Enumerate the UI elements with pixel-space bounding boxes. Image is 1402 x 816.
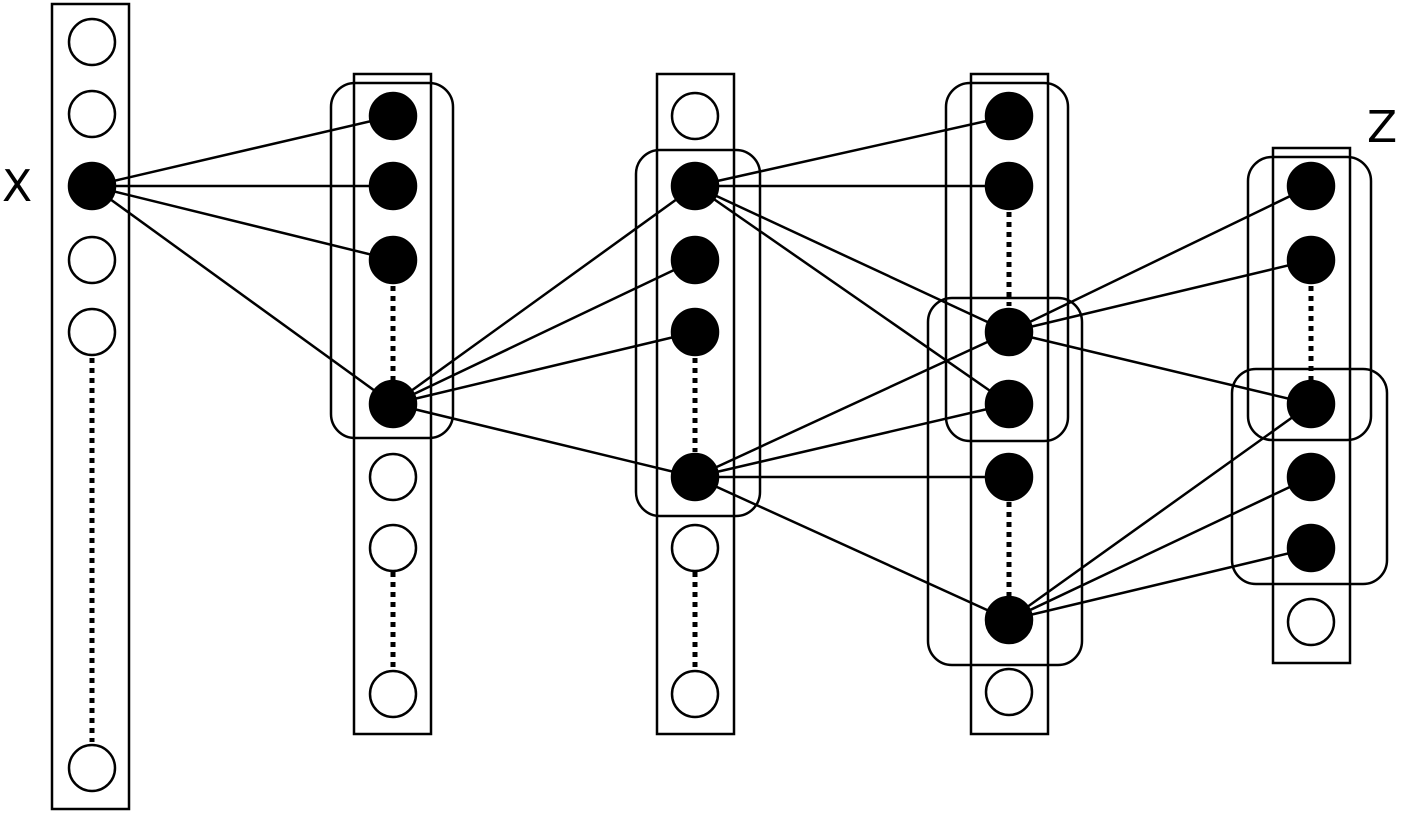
- active-node: [368, 235, 418, 285]
- active-node: [984, 452, 1034, 502]
- connection-edge: [392, 402, 696, 479]
- active-node: [1286, 452, 1336, 502]
- connection-edge: [694, 402, 1010, 479]
- connection-edge: [392, 330, 696, 406]
- receptive-field-group-2: [329, 81, 455, 440]
- connection-edge: [1008, 330, 1312, 406]
- active-node: [670, 307, 720, 357]
- inactive-node: [670, 91, 720, 141]
- column-4-box: [969, 72, 1050, 736]
- active-node: [1286, 161, 1336, 211]
- inactive-node: [368, 523, 418, 573]
- active-node: [984, 91, 1034, 141]
- receptive-field-group-4a: [944, 81, 1070, 443]
- inactive-node: [984, 667, 1034, 717]
- active-node: [368, 379, 418, 429]
- receptive-field-group-4b: [926, 296, 1084, 667]
- connection-edge: [1008, 184, 1312, 334]
- inactive-node: [368, 452, 418, 502]
- inactive-node: [670, 669, 720, 719]
- inactive-node: [67, 235, 117, 285]
- connection-edge: [694, 184, 1010, 406]
- column-2-box: [352, 72, 433, 736]
- active-node: [984, 307, 1034, 357]
- inactive-node: [368, 669, 418, 719]
- connection-edge: [1008, 258, 1312, 334]
- active-node: [1286, 523, 1336, 573]
- column-z-box: [1271, 146, 1352, 665]
- receptive-field-group-z-a: [1246, 155, 1373, 442]
- connection-edge: [91, 114, 394, 188]
- column-3-box: [655, 72, 736, 736]
- output-label: Z: [1367, 102, 1397, 153]
- connection-edge: [1008, 475, 1312, 622]
- connection-edge: [694, 475, 1010, 622]
- inactive-node: [1286, 597, 1336, 647]
- active-node: [670, 452, 720, 502]
- inactive-node: [670, 523, 720, 573]
- connection-edge: [392, 184, 696, 406]
- connection-edge: [91, 184, 394, 262]
- connection-edge: [1008, 402, 1312, 622]
- input-label: X: [2, 161, 32, 212]
- active-node: [984, 161, 1034, 211]
- inactive-node: [67, 743, 117, 793]
- active-node: [1286, 235, 1336, 285]
- inactive-node: [67, 89, 117, 139]
- active-node: [368, 91, 418, 141]
- active-node: [670, 235, 720, 285]
- connection-edge: [91, 184, 394, 406]
- active-node: [670, 161, 720, 211]
- connection-edge: [694, 184, 1010, 334]
- connection-edge: [694, 114, 1010, 188]
- receptive-field-group-3: [634, 148, 762, 518]
- connection-edge: [1008, 546, 1312, 622]
- inactive-node: [67, 307, 117, 357]
- connection-edge: [392, 258, 696, 406]
- connection-edge: [694, 330, 1010, 479]
- active-node: [67, 161, 117, 211]
- active-node: [984, 379, 1034, 429]
- active-node: [984, 595, 1034, 645]
- active-node: [1286, 379, 1336, 429]
- active-node: [368, 161, 418, 211]
- inactive-node: [67, 17, 117, 67]
- column-x-box: [50, 2, 131, 811]
